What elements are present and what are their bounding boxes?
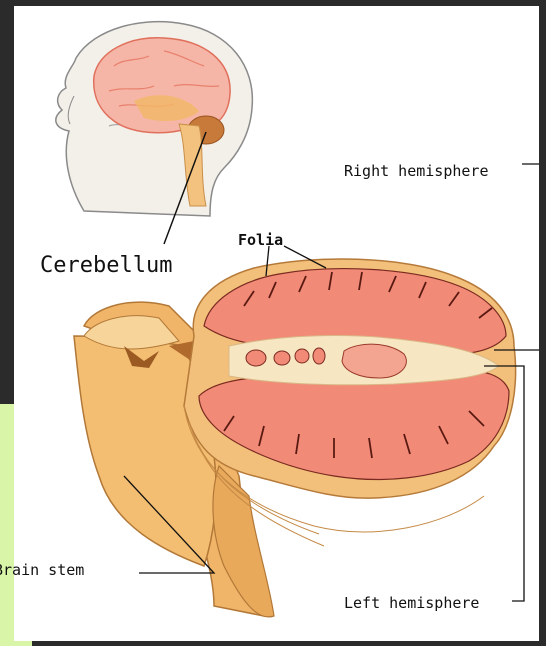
label-brain-stem: Brain stem — [0, 561, 136, 579]
label-left-hemisphere: Left hemisphere — [344, 594, 479, 612]
cerebellum-illustration — [14, 6, 539, 641]
label-folia: Folia — [238, 231, 283, 249]
label-right-hemisphere: Right hemisphere — [344, 162, 489, 180]
label-cerebellum: Cerebellum — [40, 253, 172, 278]
head-illustration — [56, 22, 253, 216]
label-brain-stem-text: Brain stem — [0, 561, 84, 579]
cerebellum-diagram: Cerebellum Folia Right hemisphere Left h… — [14, 6, 539, 641]
